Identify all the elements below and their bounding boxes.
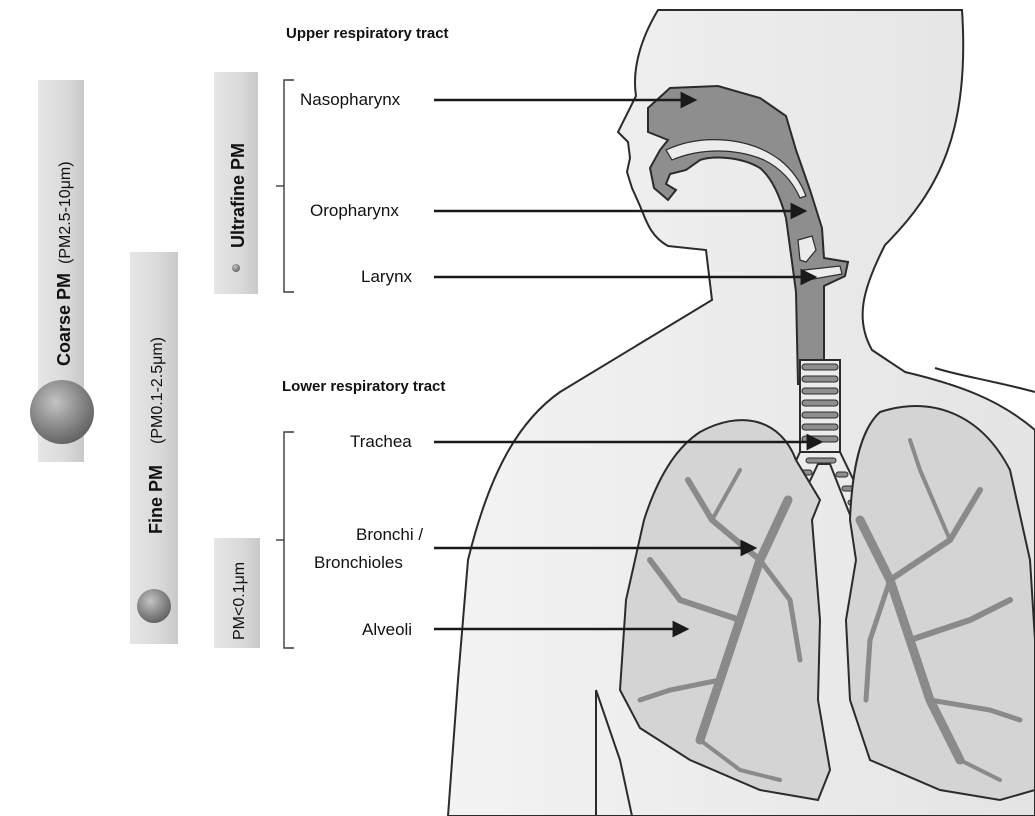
label-bronchi-line2: Bronchioles: [314, 553, 403, 572]
fine-particle-icon: [137, 589, 171, 623]
label-bronchi-line1: Bronchi /: [356, 525, 423, 544]
fine-pm-range: (PM0.1-2.5μm): [149, 337, 166, 444]
nano-pm-bar: PM<0.1μm: [214, 538, 260, 648]
label-larynx: Larynx: [361, 267, 413, 286]
nano-pm-name: PM<0.1μm: [231, 562, 248, 640]
coarse-pm-range: (PM2.5-10μm): [57, 161, 74, 264]
coarse-pm-name: Coarse PM: [54, 273, 74, 366]
lower-tract-heading: Lower respiratory tract: [282, 378, 445, 395]
ultrafine-pm-name: Ultrafine PM: [228, 143, 248, 248]
label-oropharynx: Oropharynx: [310, 201, 399, 220]
label-nasopharynx: Nasopharynx: [300, 90, 401, 109]
ultrafine-pm-bar: Ultrafine PM: [214, 72, 258, 294]
ultrafine-particle-icon: [232, 264, 240, 272]
label-alveoli: Alveoli: [362, 620, 412, 639]
coarse-particle-icon: [30, 380, 94, 444]
upper-tract-heading: Upper respiratory tract: [286, 25, 449, 42]
fine-pm-name: Fine PM: [146, 465, 166, 534]
fine-pm-bar: Fine PM (PM0.1-2.5μm): [130, 252, 178, 644]
label-trachea: Trachea: [350, 432, 412, 451]
